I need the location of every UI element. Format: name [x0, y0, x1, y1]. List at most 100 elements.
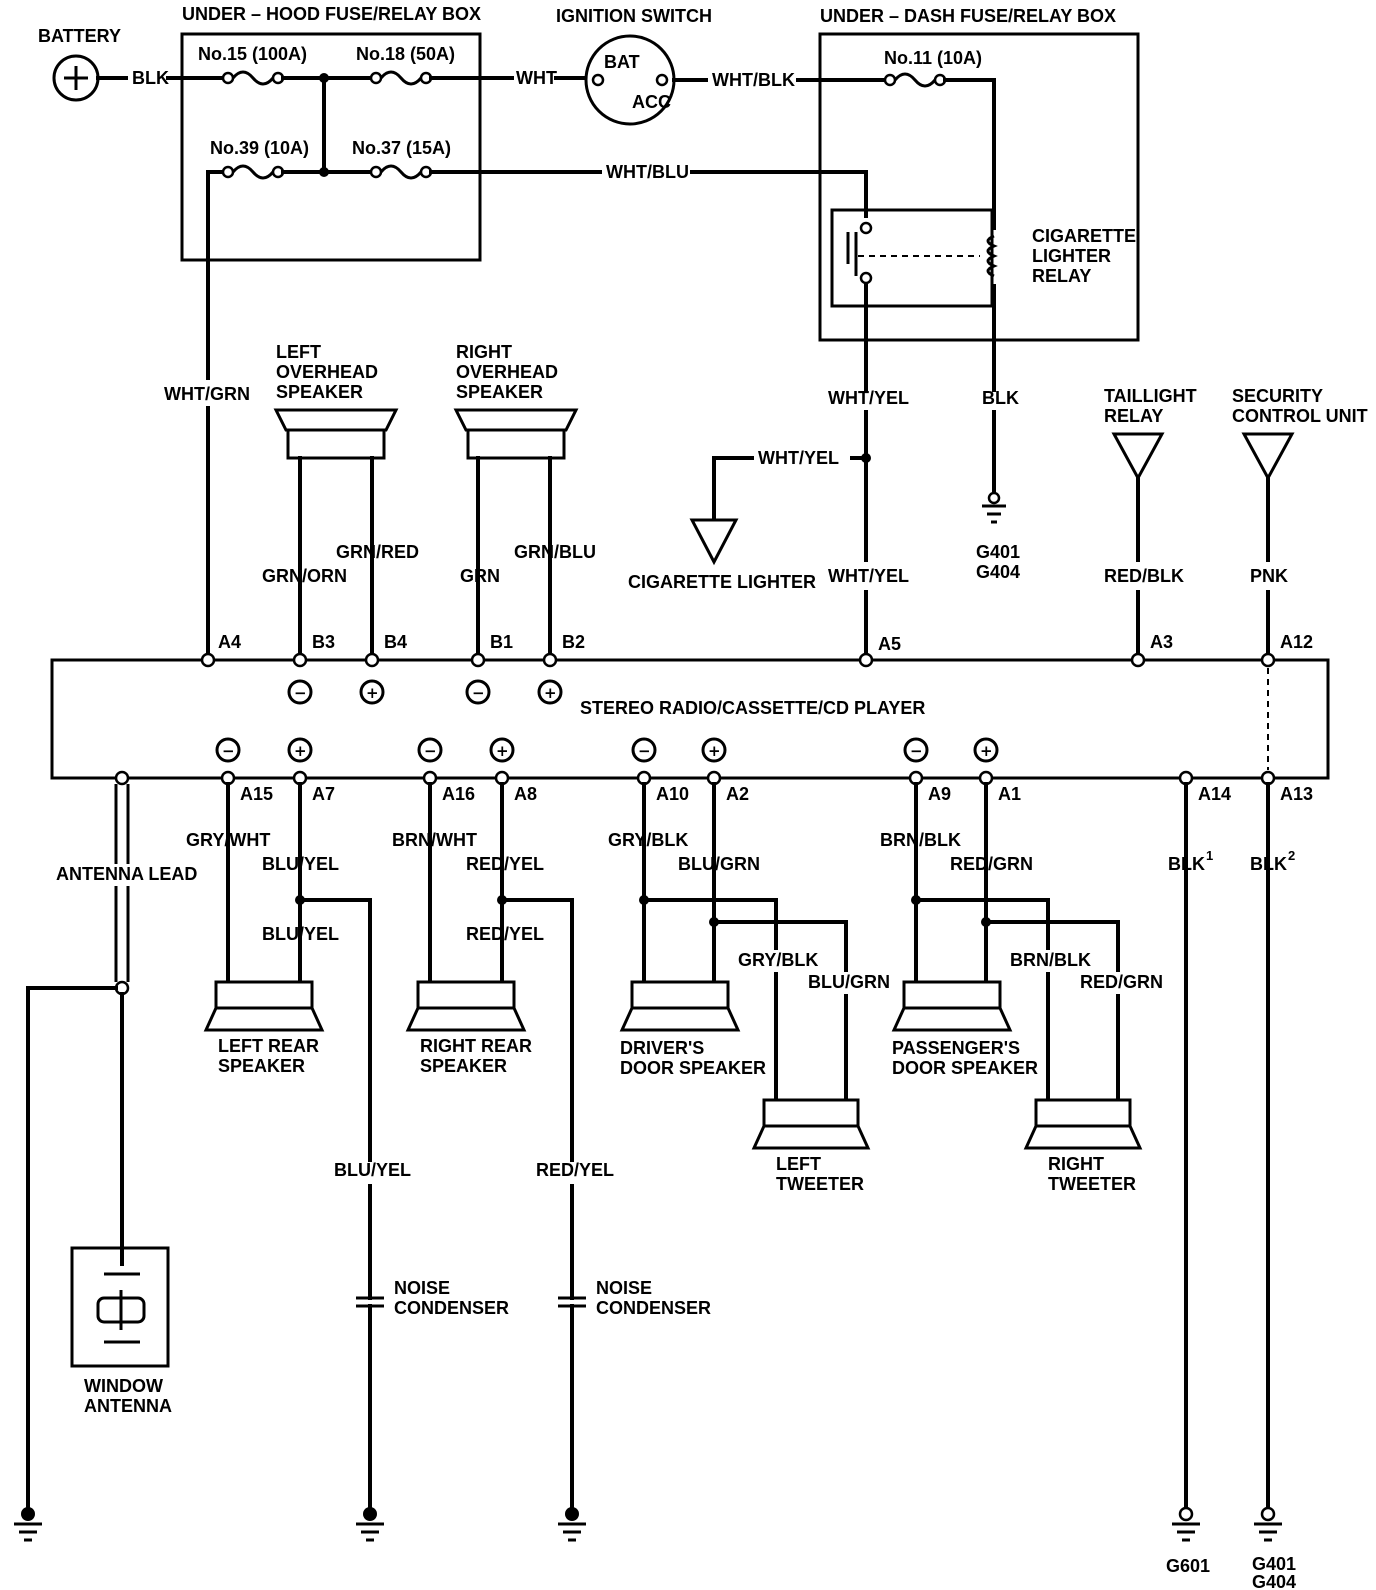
wire-label-blk2-sup: 2 [1288, 848, 1295, 863]
ignition-acc-label: ACC [632, 92, 671, 112]
pin-a4: A4 [218, 632, 241, 652]
top-polarity-symbols: − + − + [287, 679, 563, 705]
left-tweeter-label-1: LEFT [776, 1154, 821, 1174]
ground-symbol-g401-lower [1254, 1506, 1282, 1542]
taillight-relay: TAILLIGHT RELAY [1104, 386, 1197, 482]
right-overhead-label-3: SPEAKER [456, 382, 543, 402]
right-overhead-speaker: RIGHT OVERHEAD SPEAKER [453, 342, 579, 460]
security-unit-label-1: SECURITY [1232, 386, 1323, 406]
ground-label-g401-lower: G401 [1252, 1554, 1296, 1574]
pin-a1: A1 [998, 784, 1021, 804]
left-overhead-speaker: LEFT OVERHEAD SPEAKER [273, 342, 399, 460]
fuse-no39-label: No.39 (10A) [210, 138, 309, 158]
drivers-door-speaker: DRIVER'S DOOR SPEAKER [619, 980, 766, 1078]
window-antenna-label-1: WINDOW [84, 1376, 163, 1396]
wire-label-blu-yel-spk: BLU/YEL [262, 924, 339, 944]
taillight-relay-label-2: RELAY [1104, 406, 1163, 426]
left-tweeter: LEFT TWEETER [751, 1098, 871, 1194]
wire-label-grn-blu: GRN/BLU [514, 542, 596, 562]
cig-relay-label-1: CIGARETTE [1032, 226, 1136, 246]
underdash-fuse-relay-box: UNDER – DASH FUSE/RELAY BOX [818, 6, 1140, 342]
cig-relay-label-3: RELAY [1032, 266, 1091, 286]
left-rear-speaker: LEFT REAR SPEAKER [203, 980, 325, 1076]
fuse-no18-label: No.18 (50A) [356, 44, 455, 64]
svg-text:+: + [544, 684, 557, 702]
pin-b3: B3 [312, 632, 335, 652]
wire-label-blk-battery: BLK [132, 68, 169, 88]
wire-label-red-yel-cond: RED/YEL [536, 1160, 614, 1180]
fuse-no18: No.18 (50A) [356, 44, 455, 86]
window-antenna-label-2: ANTENNA [84, 1396, 172, 1416]
passengers-door-label-1: PASSENGER'S [892, 1038, 1020, 1058]
pin-a8: A8 [514, 784, 537, 804]
pin-a15: A15 [240, 784, 273, 804]
ground-label-g404-lower: G404 [1252, 1572, 1296, 1590]
battery-label: BATTERY [38, 26, 121, 46]
right-tweeter-label-1: RIGHT [1048, 1154, 1104, 1174]
fuse-no15: No.15 (100A) [198, 44, 307, 86]
svg-text:−: − [294, 684, 307, 702]
pin-b1: B1 [490, 632, 513, 652]
wire-label-gry-blk-tw: GRY/BLK [738, 950, 818, 970]
svg-text:+: + [294, 742, 307, 760]
battery: BATTERY [38, 26, 121, 102]
pin-a12: A12 [1280, 632, 1313, 652]
pin-a16: A16 [442, 784, 475, 804]
fuse-no11-label: No.11 (10A) [884, 48, 982, 68]
cig-relay-label-2: LIGHTER [1032, 246, 1111, 266]
top-connector-pins: A4 B3 B4 B1 B2 A5 A3 A12 [200, 632, 1313, 668]
wire-label-wht: WHT [516, 68, 557, 88]
antenna-lead: ANTENNA LEAD [52, 770, 197, 996]
wire-label-wht-yel-branch: WHT/YEL [758, 448, 839, 468]
underdash-box-label: UNDER – DASH FUSE/RELAY BOX [820, 6, 1116, 26]
ground-symbol-g601 [1172, 1506, 1200, 1542]
pin-a5: A5 [878, 634, 901, 654]
svg-text:+: + [496, 742, 509, 760]
wire-label-red-grn-tw: RED/GRN [1080, 972, 1163, 992]
pin-a2: A2 [726, 784, 749, 804]
noise-condenser-left-label-1: NOISE [394, 1278, 450, 1298]
svg-text:−: − [472, 684, 485, 702]
noise-condenser-right: NOISE CONDENSER [558, 1278, 711, 1318]
security-control-unit: SECURITY CONTROL UNIT [1232, 386, 1368, 482]
fuse-no37-label: No.37 (15A) [352, 138, 451, 158]
wire-label-red-grn-a1: RED/GRN [950, 854, 1033, 874]
wire-label-brn-wht: BRN/WHT [392, 830, 477, 850]
taillight-relay-label-1: TAILLIGHT [1104, 386, 1197, 406]
pin-a13: A13 [1280, 784, 1313, 804]
fuse-no37: No.37 (15A) [352, 138, 451, 180]
svg-text:−: − [638, 742, 651, 760]
left-overhead-label-2: OVERHEAD [276, 362, 378, 382]
left-rear-label-2: SPEAKER [218, 1056, 305, 1076]
pin-b2: B2 [562, 632, 585, 652]
wire-label-grn: GRN [460, 566, 500, 586]
ground-label-g601: G601 [1166, 1556, 1210, 1576]
right-tweeter: RIGHT TWEETER [1023, 1098, 1143, 1194]
wire-label-gry-blk-a10: GRY/BLK [608, 830, 688, 850]
wire-label-blk2: BLK [1250, 854, 1287, 874]
pin-b4: B4 [384, 632, 407, 652]
wire-label-grn-orn: GRN/ORN [262, 566, 347, 586]
wire-label-red-yel-a8: RED/YEL [466, 854, 544, 874]
left-rear-label-1: LEFT REAR [218, 1036, 319, 1056]
wire-label-blu-grn-tw: BLU/GRN [808, 972, 890, 992]
wire-label-blk1: BLK [1168, 854, 1205, 874]
drivers-door-label-1: DRIVER'S [620, 1038, 704, 1058]
pin-a9: A9 [928, 784, 951, 804]
svg-text:+: + [708, 742, 721, 760]
left-tweeter-label-2: TWEETER [776, 1174, 864, 1194]
ground-label-g404-upper: G404 [976, 562, 1020, 582]
wire-label-blk1-sup: 1 [1206, 848, 1213, 863]
svg-text:−: − [222, 742, 235, 760]
right-overhead-label-2: OVERHEAD [456, 362, 558, 382]
body-ground-antenna [14, 1507, 42, 1542]
antenna-lead-label: ANTENNA LEAD [56, 864, 197, 884]
fuse-no11: No.11 (10A) [883, 48, 982, 88]
security-unit-label-2: CONTROL UNIT [1232, 406, 1368, 426]
wire-label-grn-red: GRN/RED [336, 542, 419, 562]
wire-label-red-blk: RED/BLK [1104, 566, 1184, 586]
wire-label-blk-relay: BLK [982, 388, 1019, 408]
wire-label-wht-grn: WHT/GRN [164, 384, 250, 404]
radio-label: STEREO RADIO/CASSETTE/CD PLAYER [580, 698, 925, 718]
